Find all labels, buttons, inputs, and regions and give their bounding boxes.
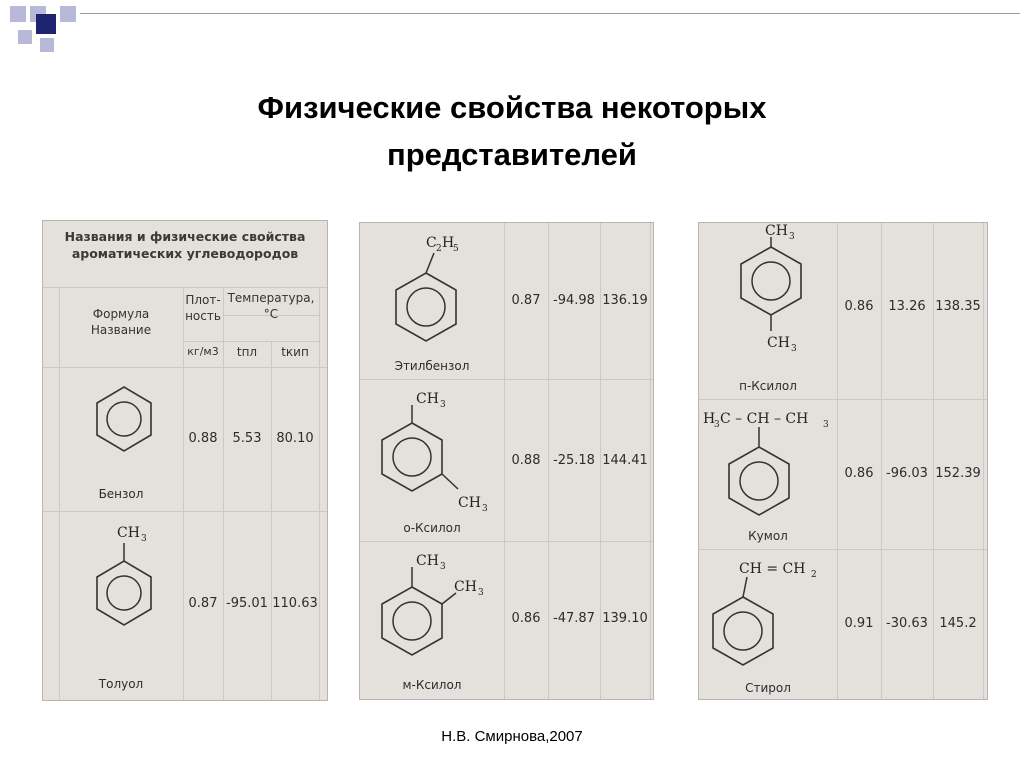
table-caption-line2: ароматических углеводородов <box>71 245 299 261</box>
compound-name-toluene: Толуол <box>98 677 144 691</box>
temperature-label-line2: °С <box>263 306 279 321</box>
density-benzene: 0.88 <box>188 431 218 446</box>
svg-text:CH: CH <box>454 579 477 595</box>
tboil-m-xylene: 139.10 <box>602 611 648 626</box>
density-cumene: 0.86 <box>844 466 874 481</box>
tboil-toluene: 110.63 <box>272 596 318 611</box>
svg-text:CH = CH: CH = CH <box>739 561 805 577</box>
density-ethylbenzene: 0.87 <box>511 293 541 308</box>
svg-text:C: C <box>426 235 437 251</box>
svg-text:2: 2 <box>436 244 442 254</box>
svg-text:CH: CH <box>765 223 788 239</box>
table-caption: Названия и физические свойства ароматиче… <box>43 229 327 263</box>
tmelt-label-text: tпл <box>236 345 258 359</box>
tboil-p-xylene: 138.35 <box>935 299 981 314</box>
tmelt-p-xylene: 13.26 <box>888 299 926 314</box>
compound-name-styrene: Стирол <box>745 681 791 695</box>
styrene-structure: CH = CH 2 <box>712 561 817 666</box>
tmelt-toluene: -95.01 <box>226 596 268 611</box>
column-header-name-text: Название <box>90 322 152 337</box>
svg-text:3: 3 <box>482 504 488 514</box>
density-styrene: 0.91 <box>844 616 874 631</box>
compound-name-benzene: Бензол <box>98 487 144 501</box>
svg-text:H: H <box>442 235 454 251</box>
svg-text:5: 5 <box>453 244 459 254</box>
svg-text:2: 2 <box>811 570 817 580</box>
benzene-structure <box>96 386 152 452</box>
density-m-xylene: 0.86 <box>511 611 541 626</box>
svg-text:CH: CH <box>117 525 140 541</box>
tboil-ethylbenzene: 136.19 <box>602 293 648 308</box>
tmelt-ethylbenzene: -94.98 <box>553 293 595 308</box>
slide-title-line2: представителей <box>387 136 637 172</box>
tmelt-cumene: -96.03 <box>886 466 928 481</box>
tmelt-m-xylene: -47.87 <box>553 611 595 626</box>
tmelt-styrene: -30.63 <box>886 616 928 631</box>
density-label-line1: Плот- <box>185 293 221 307</box>
tboil-label-text: tкип <box>281 345 309 359</box>
temperature-label-line1: Температура, <box>227 291 315 305</box>
column-header-density-unit: кг/м3 <box>183 345 223 359</box>
svg-text:CH: CH <box>416 391 439 407</box>
svg-text:C – CH – CH: C – CH – CH <box>720 411 808 427</box>
compound-name-ethylbenzene: Этилбензол <box>394 359 470 373</box>
tboil-styrene: 145.2 <box>939 616 977 631</box>
compound-name-o-xylene: о-Ксилол <box>403 521 461 535</box>
column-header-density: Плот- ность <box>183 293 223 324</box>
slide-title: Физические свойства некоторых представит… <box>0 85 1024 178</box>
tboil-cumene: 152.39 <box>935 466 981 481</box>
svg-text:H: H <box>703 411 715 427</box>
author-footer: Н.В. Смирнова,2007 <box>441 728 583 745</box>
svg-text:3: 3 <box>789 232 795 242</box>
density-toluene: 0.87 <box>188 596 218 611</box>
svg-text:3: 3 <box>478 588 484 598</box>
properties-table-1: Названия и физические свойства ароматиче… <box>42 220 328 701</box>
density-o-xylene: 0.88 <box>511 453 541 468</box>
table-caption-line1: Названия и физические свойства <box>64 229 306 244</box>
column-header-formula-text: Формула <box>92 307 150 321</box>
svg-text:3: 3 <box>440 562 446 572</box>
column-header-temperature: Температура, °С <box>223 291 319 322</box>
svg-text:3: 3 <box>823 420 829 430</box>
svg-text:3: 3 <box>440 400 446 410</box>
svg-text:CH: CH <box>767 335 790 351</box>
column-header-tboil: tкип <box>271 345 319 361</box>
tmelt-benzene: 5.53 <box>232 431 262 446</box>
slide-title-line1: Физические свойства некоторых <box>257 90 767 125</box>
column-header-tmelt: tпл <box>223 345 271 361</box>
tboil-benzene: 80.10 <box>276 431 314 446</box>
svg-text:3: 3 <box>714 420 720 430</box>
svg-text:CH: CH <box>416 553 439 569</box>
tboil-o-xylene: 144.41 <box>602 453 648 468</box>
tmelt-o-xylene: -25.18 <box>553 453 595 468</box>
compound-name-cumene: Кумол <box>748 529 788 543</box>
column-header-formula: Формула Название <box>59 307 183 338</box>
density-unit-text: кг/м3 <box>187 345 219 358</box>
svg-text:CH: CH <box>458 495 481 511</box>
density-p-xylene: 0.86 <box>844 299 874 314</box>
density-label-line2: ность <box>185 308 221 323</box>
compound-name-m-xylene: м-Ксилол <box>402 678 462 692</box>
compound-name-p-xylene: п-Ксилол <box>739 379 797 393</box>
svg-text:3: 3 <box>791 344 797 354</box>
svg-text:3: 3 <box>141 534 147 544</box>
